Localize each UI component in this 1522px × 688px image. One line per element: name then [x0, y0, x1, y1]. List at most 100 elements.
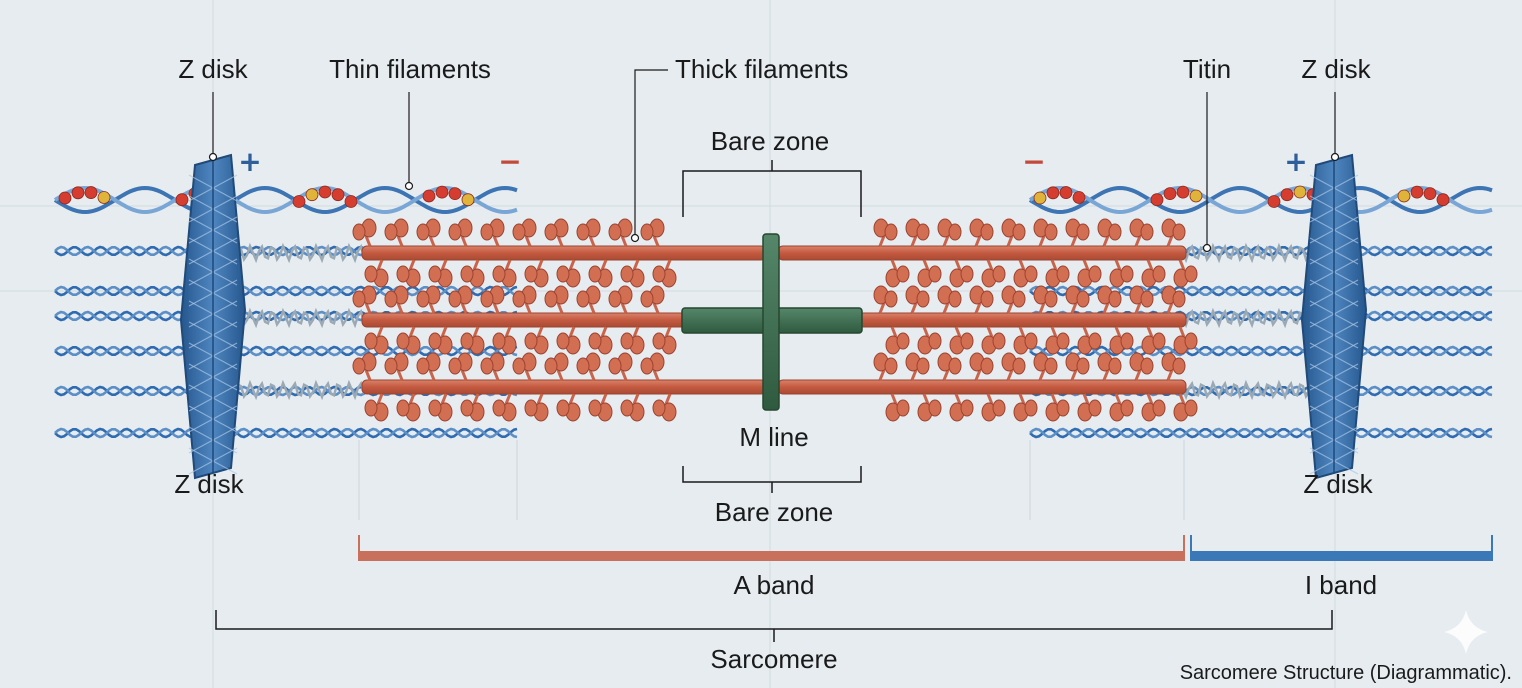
- troponin-bead: [448, 187, 462, 201]
- myosin-head: [524, 393, 549, 422]
- myosin-head: [969, 352, 994, 381]
- actin-strand: [1029, 427, 1493, 439]
- myosin-head: [1097, 285, 1122, 314]
- troponin-bead: [1280, 188, 1294, 202]
- myosin-head: [949, 259, 974, 288]
- myosin-head: [1045, 393, 1070, 422]
- myosin-head: [460, 326, 485, 355]
- troponin-bead: [422, 189, 436, 203]
- myosin-head: [969, 218, 994, 247]
- myosin-head: [652, 393, 677, 422]
- troponin-bead: [318, 185, 332, 199]
- myosin-head: [1129, 352, 1154, 381]
- myosin-head: [652, 259, 677, 288]
- actin-strand: [1029, 345, 1493, 357]
- myosin-head: [905, 352, 930, 381]
- leader-lines: [212, 69, 1336, 247]
- myosin-head: [981, 326, 1006, 355]
- m-line-vertical-bar: [762, 233, 780, 411]
- myosin-head: [1161, 285, 1186, 314]
- plus-sign-left: +: [238, 145, 261, 178]
- myosin-head: [556, 259, 581, 288]
- m-line-structure: [681, 233, 863, 411]
- myosin-head: [384, 218, 409, 247]
- myosin-head: [1109, 393, 1134, 422]
- myosin-head: [1141, 326, 1166, 355]
- myosin-head: [937, 352, 962, 381]
- troponin-bead: [461, 193, 475, 207]
- myosin-head: [428, 326, 453, 355]
- actin-strand: [54, 385, 518, 397]
- myosin-head: [873, 218, 898, 247]
- troponin-bead: [1176, 185, 1190, 199]
- actin-strand: [54, 427, 518, 439]
- actin-strand: [1029, 427, 1493, 439]
- myosin-head: [917, 259, 942, 288]
- myosin-head: [588, 393, 613, 422]
- myosin-head: [1077, 259, 1102, 288]
- minus-sign-left: −: [498, 145, 521, 178]
- z-disk: [179, 153, 247, 480]
- myosin-head: [1033, 218, 1058, 247]
- a-band-label: A band: [734, 570, 815, 600]
- myosin-head: [905, 218, 930, 247]
- myosin-head: [512, 352, 537, 381]
- i-band-bar: [1191, 551, 1492, 561]
- myosin-head: [428, 259, 453, 288]
- titin-spring: [1181, 242, 1331, 264]
- myosin-head: [873, 352, 898, 381]
- z-disk-label-top-left: Z disk: [178, 54, 248, 84]
- myosin-head: [620, 326, 645, 355]
- myosin-head: [1161, 352, 1186, 381]
- myosin-head: [576, 352, 601, 381]
- myosin-head: [512, 218, 537, 247]
- myosin-head: [1097, 352, 1122, 381]
- myosin-head: [352, 352, 377, 381]
- troponin-bead: [1293, 185, 1307, 199]
- myosin-head: [969, 285, 994, 314]
- troponin-bead: [1397, 189, 1411, 203]
- myosin-head: [556, 326, 581, 355]
- troponin-bead: [305, 188, 319, 202]
- myosin-head: [588, 259, 613, 288]
- troponin-bead: [435, 185, 449, 199]
- myosin-head: [416, 285, 441, 314]
- myosin-head: [448, 218, 473, 247]
- myosin-head: [352, 218, 377, 247]
- actin-strand: [54, 285, 518, 297]
- myosin-head: [917, 393, 942, 422]
- troponin-bead: [344, 195, 358, 208]
- myosin-head: [620, 393, 645, 422]
- myosin-head: [620, 259, 645, 288]
- myosin-head: [917, 326, 942, 355]
- myosin-head: [480, 218, 505, 247]
- z-disk-label-bottom-left: Z disk: [174, 469, 244, 499]
- bare-zone-brackets: [682, 160, 862, 493]
- a-band-bar: [359, 551, 1184, 561]
- myosin-head: [608, 218, 633, 247]
- myosin-head: [1013, 393, 1038, 422]
- i-band-label: I band: [1305, 570, 1377, 600]
- troponin-bead: [84, 186, 98, 199]
- myosin-head: [1141, 393, 1166, 422]
- myosin-head: [480, 352, 505, 381]
- myosin-head: [1077, 326, 1102, 355]
- sarcomere-label: Sarcomere: [710, 644, 837, 674]
- myosin-head: [937, 285, 962, 314]
- myosin-head: [1141, 259, 1166, 288]
- bare-zone-label-top: Bare zone: [711, 126, 830, 156]
- troponin-bead: [1189, 189, 1203, 203]
- myosin-head: [1001, 352, 1026, 381]
- myosin-head: [1173, 259, 1198, 288]
- myosin-head: [905, 285, 930, 314]
- myosin-head: [873, 285, 898, 314]
- myosin-head: [1045, 326, 1070, 355]
- troponin-bead: [58, 191, 72, 205]
- myosin-head: [1129, 218, 1154, 247]
- myosin-head: [1161, 218, 1186, 247]
- myosin-head: [1033, 285, 1058, 314]
- myosin-head: [1065, 218, 1090, 247]
- plus-sign-right: +: [1284, 145, 1307, 178]
- myosin-head: [524, 259, 549, 288]
